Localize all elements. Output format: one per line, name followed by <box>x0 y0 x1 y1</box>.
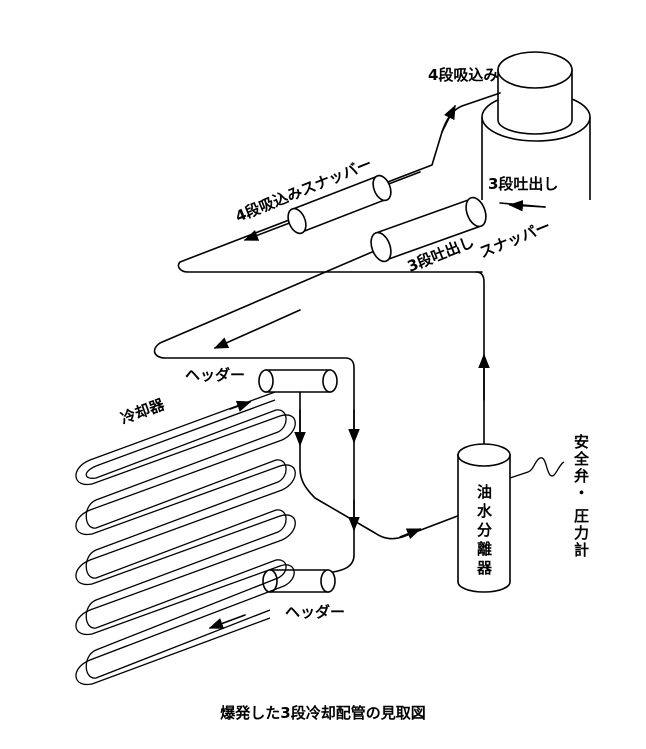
label-safety-valve-2: 圧力計 <box>572 508 590 559</box>
safety-valve-line <box>509 457 565 479</box>
label-stage4-suction: 4段吸込み <box>428 66 498 84</box>
label-stage3-snubber-2: スナッパー <box>477 217 553 262</box>
stage4-snubber <box>287 174 392 235</box>
compressor <box>481 51 591 200</box>
label-oil-water-separator: 油水分離器 <box>475 483 493 579</box>
header-bottom <box>262 569 336 593</box>
label-safety-valve-1: 安全弁・ <box>572 433 590 502</box>
header-top <box>258 369 338 393</box>
stage3-discharge-pipe <box>153 199 546 576</box>
cooler-outlet-pipe <box>294 391 469 540</box>
cooler-coil <box>75 391 296 686</box>
label-header-top: ヘッダー <box>185 366 245 384</box>
stage3-snubber <box>370 196 487 263</box>
separator-outlet-pipe <box>475 271 490 446</box>
oil-water-separator <box>457 443 511 593</box>
figure-caption: 爆発した3段冷却配管の見取図 <box>220 704 425 722</box>
label-cooler: 冷却器 <box>118 395 167 428</box>
label-stage3-discharge: 3段吐出し <box>488 175 558 193</box>
label-header-bottom: ヘッダー <box>285 603 345 621</box>
